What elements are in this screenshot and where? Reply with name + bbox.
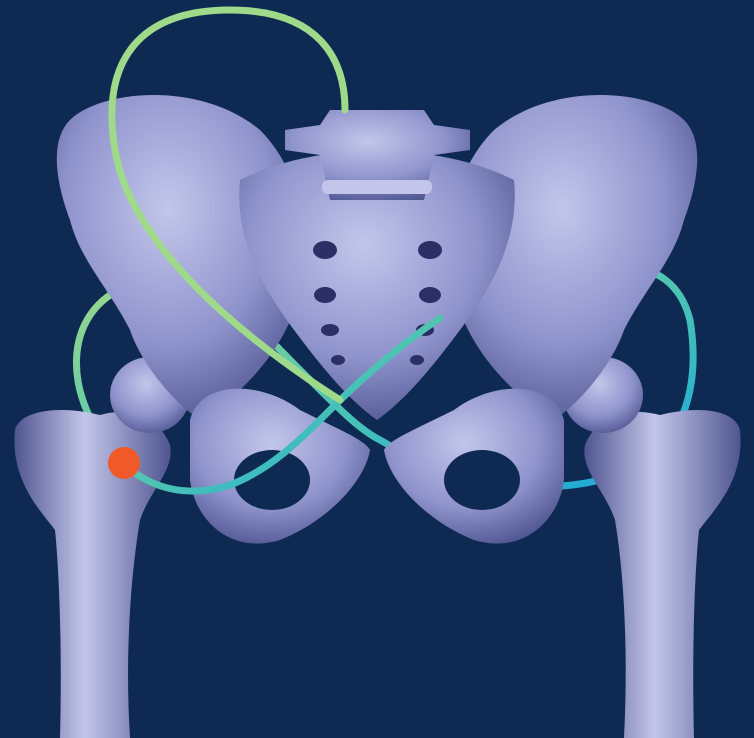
obturator-foramen-right [444, 450, 520, 510]
marker-dot [108, 447, 140, 479]
